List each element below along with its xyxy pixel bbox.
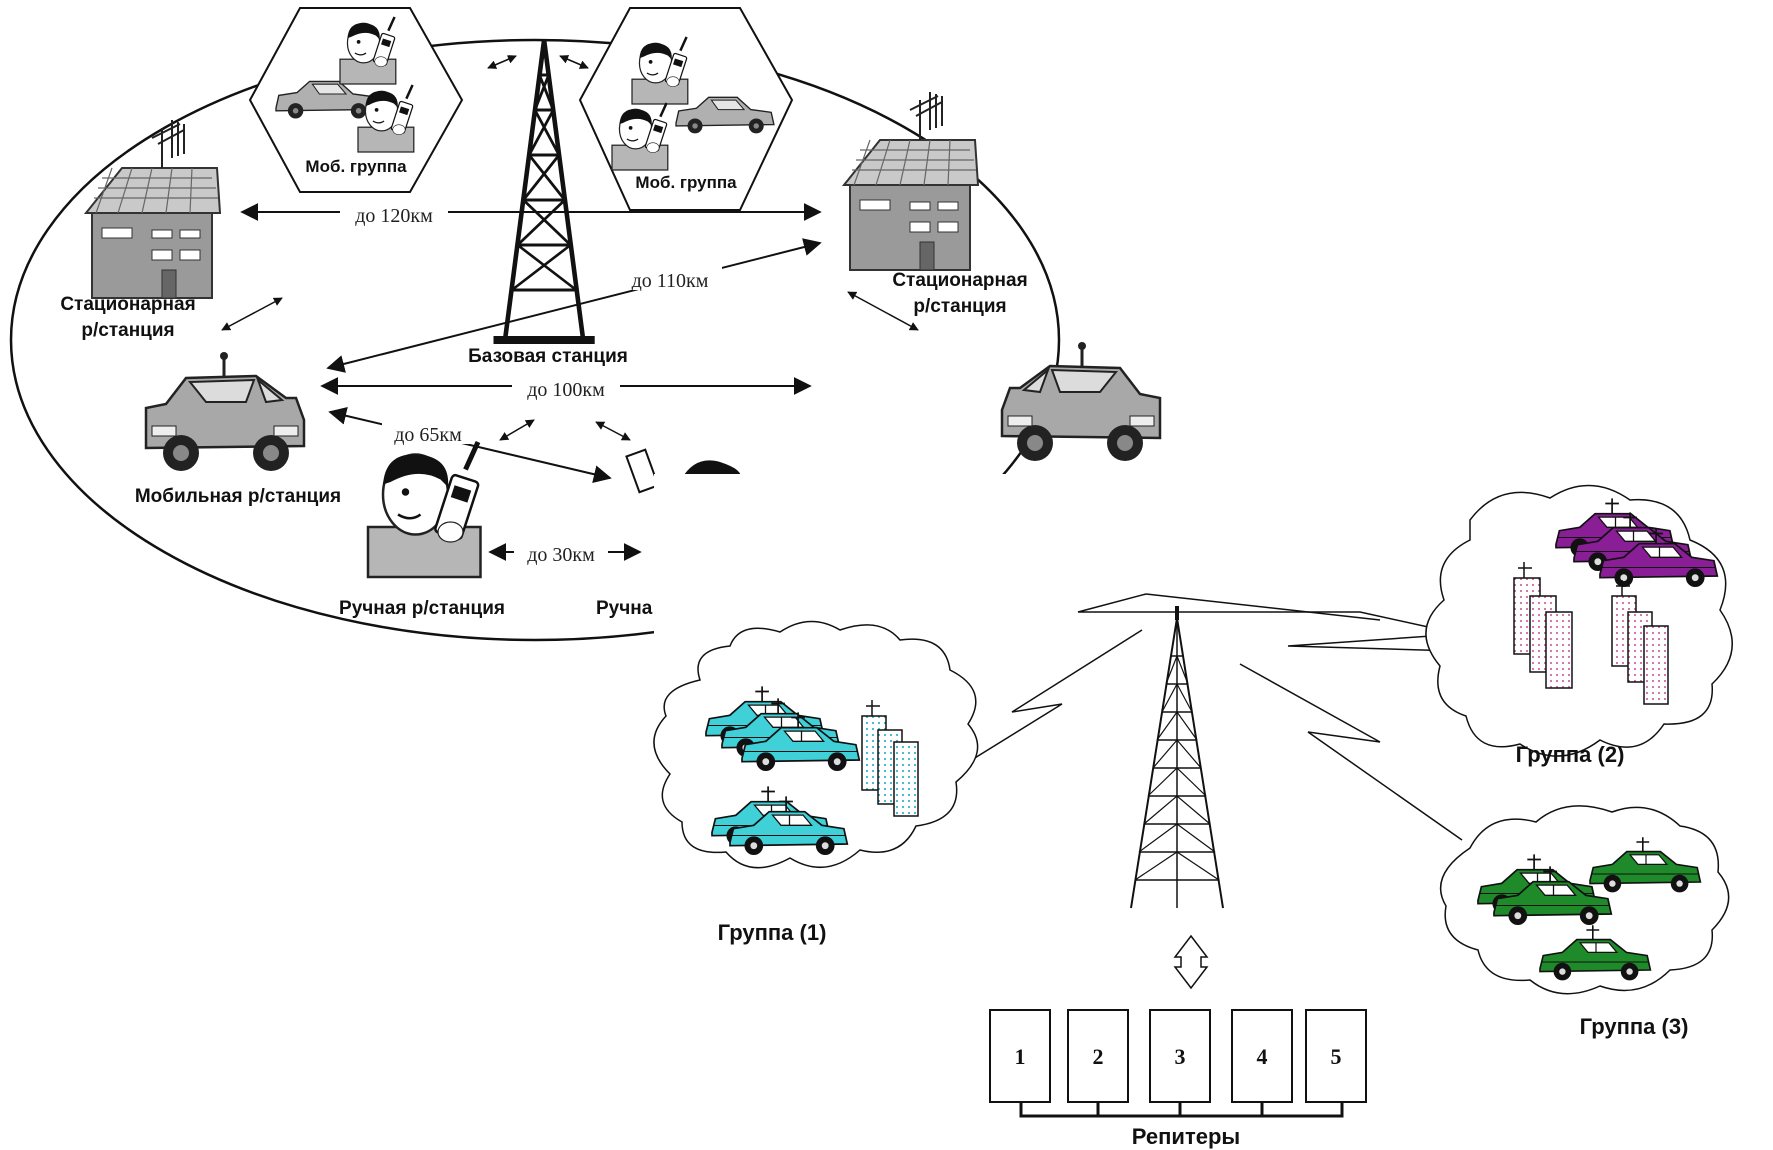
distance-120-arrow: до 120км <box>240 200 822 227</box>
trunked-radio-network: 1 2 3 4 5 Репитеры Группа (1) <box>653 484 1733 1149</box>
group3-label: Группа (3) <box>1580 1014 1689 1039</box>
base-station-tower <box>494 40 595 344</box>
distance-100-label: до 100км <box>527 379 605 401</box>
mob-group-right-label: Моб. группа <box>635 173 737 192</box>
distance-65-arrow: до 65км <box>328 406 612 484</box>
group1-label: Группа (1) <box>718 920 827 945</box>
repeater-5: 5 <box>1305 1009 1367 1103</box>
mobile-station-left: Мобильная р/станция <box>135 350 341 507</box>
repeater-3: 3 <box>1149 1009 1211 1103</box>
group1-buildings <box>861 700 919 817</box>
group1-cloud: Группа (1) <box>653 620 979 945</box>
station-left-label-2: р/станция <box>81 320 174 341</box>
link-group3 <box>1239 663 1463 841</box>
group2-cloud: Группа (2) <box>1425 484 1733 767</box>
repeater-4: 4 <box>1231 1009 1293 1103</box>
link-arrow-hand-right <box>595 421 631 441</box>
mob-group-left-label: Моб. группа <box>305 157 407 176</box>
group3-cloud: Группа (3) <box>1439 805 1730 1039</box>
mob-group-left: Моб. группа <box>248 7 464 193</box>
mob-group-right: Моб. группа <box>578 7 794 211</box>
repeaters-label: Репитеры <box>1132 1124 1240 1149</box>
link-arrow-station-left <box>221 297 283 331</box>
group2-buildings <box>1513 562 1669 705</box>
mobile-station-label: Мобильная р/станция <box>135 486 341 507</box>
distance-120-label: до 120км <box>355 205 433 227</box>
link-arrow-hand-left <box>499 419 535 441</box>
station-left-label-1: Стационарная <box>60 294 195 315</box>
distance-110-label: до 110км <box>632 270 709 292</box>
repeater-label-3: 3 <box>1175 1044 1186 1069</box>
stationary-station-right: Стационарная р/станция <box>843 91 1028 317</box>
tower-repeater-arrow <box>1173 934 1209 990</box>
mobile-station-right <box>1000 340 1162 463</box>
repeater-label-2: 2 <box>1093 1044 1104 1069</box>
link-group2 <box>1077 593 1491 653</box>
repeaters-block: 1 2 3 4 5 Репитеры <box>989 1009 1367 1149</box>
base-link-right-arrow <box>559 55 589 69</box>
distance-110-arrow: до 110км <box>326 238 822 373</box>
distance-65-label: до 65км <box>394 424 462 446</box>
hand-station-label: Ручная р/станция <box>339 598 505 619</box>
base-link-left-arrow <box>487 55 517 69</box>
link-group1 <box>935 629 1143 783</box>
repeater-label-4: 4 <box>1257 1044 1268 1069</box>
repeater-label-1: 1 <box>1015 1044 1026 1069</box>
repeaters-bus-ticks <box>1096 1102 1264 1116</box>
repeater-label-5: 5 <box>1331 1044 1342 1069</box>
station-right-label-2: р/станция <box>913 296 1006 317</box>
hand-station-left: Ручная р/станция <box>339 442 505 619</box>
distance-100-arrow: до 100км <box>320 374 812 401</box>
link-arrow-station-right <box>847 291 919 331</box>
group2-label: Группа (2) <box>1516 742 1625 767</box>
repeater-1: 1 <box>989 1009 1051 1103</box>
link-group2-upper <box>1145 593 1381 621</box>
coverage-ellipse <box>9 38 1061 642</box>
distance-30-arrow: до 30км <box>488 540 642 566</box>
stationary-station-left: Стационарная р/станция <box>60 119 221 341</box>
repeater-2: 2 <box>1067 1009 1129 1103</box>
hand-station-cut-label: Ручна <box>596 598 653 619</box>
station-right-label-1: Стационарная <box>892 270 1027 291</box>
conventional-radio-network: Моб. группа Моб. группа Базовая станция … <box>9 7 1162 642</box>
distance-30-label: до 30км <box>527 544 595 566</box>
base-station-label: Базовая станция <box>468 346 628 367</box>
